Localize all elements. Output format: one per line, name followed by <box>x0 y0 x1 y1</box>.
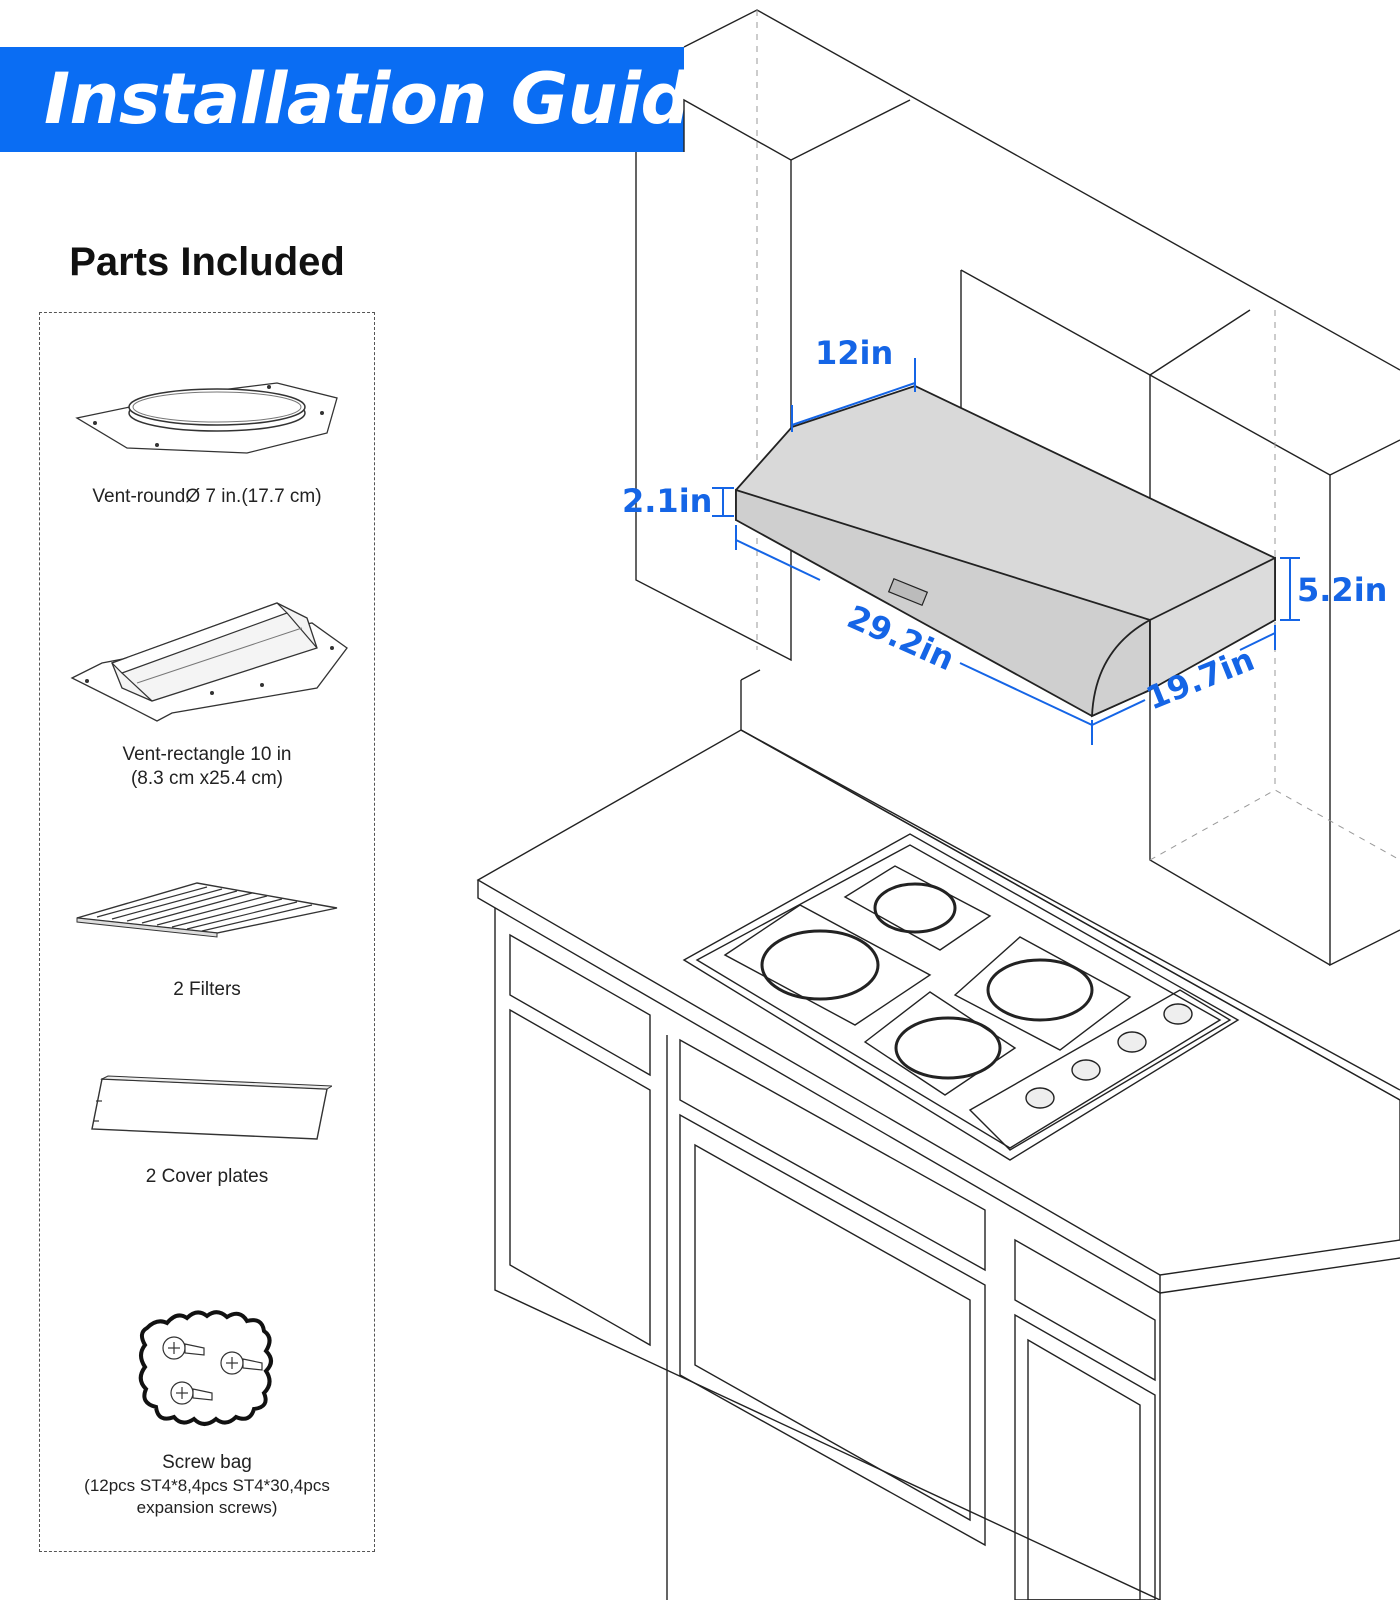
kitchen-scene: 12in 2.1in 29.2in 5.2in 19.7in <box>476 9 1400 1600</box>
part-label: 2 Cover plates <box>145 1166 269 1187</box>
title-banner: Installation Guide <box>0 47 738 152</box>
screw-bag-illustration <box>138 1310 273 1426</box>
part-note: (12pcs ST4*8,4pcs ST4*30,4pcs expansion … <box>84 1476 330 1517</box>
parts-list: Vent-roundØ 7 in.(17.7 cm) Vent-rectangl… <box>39 312 375 1552</box>
dimension-depth-top: 12in <box>815 334 893 372</box>
parts-heading: Parts Included <box>69 240 345 284</box>
filter-illustration <box>76 882 338 938</box>
cooktop <box>682 833 1240 1161</box>
dimension-front-height: 2.1in <box>622 482 712 520</box>
page-title: Installation Guide <box>44 58 738 140</box>
dimension-side-height: 5.2in <box>1297 571 1387 609</box>
part-label: Vent-roundØ 7 in.(17.7 cm) <box>92 486 322 507</box>
cover-plate-illustration <box>91 1075 332 1140</box>
dimension-lines <box>712 358 1300 745</box>
range-hood <box>735 385 1276 718</box>
part-vent-round: Vent-roundØ 7 in.(17.7 cm) <box>40 373 374 509</box>
part-filters: 2 Filters <box>40 878 374 1002</box>
part-label: 2 Filters <box>173 979 241 1000</box>
part-label: Vent-rectangle 10 in <box>122 744 292 765</box>
part-screw-bag: Screw bag (12pcs ST4*8,4pcs ST4*30,4pcs … <box>40 1303 374 1519</box>
part-note: (8.3 cm x25.4 cm) <box>130 768 284 789</box>
part-label: Screw bag <box>162 1452 252 1473</box>
part-vent-rectangle: Vent-rectangle 10 in (8.3 cm x25.4 cm) <box>40 593 374 791</box>
vent-round-illustration <box>75 382 338 454</box>
part-cover-plates: 2 Cover plates <box>40 1071 374 1189</box>
vent-rectangle-illustration <box>70 602 348 722</box>
